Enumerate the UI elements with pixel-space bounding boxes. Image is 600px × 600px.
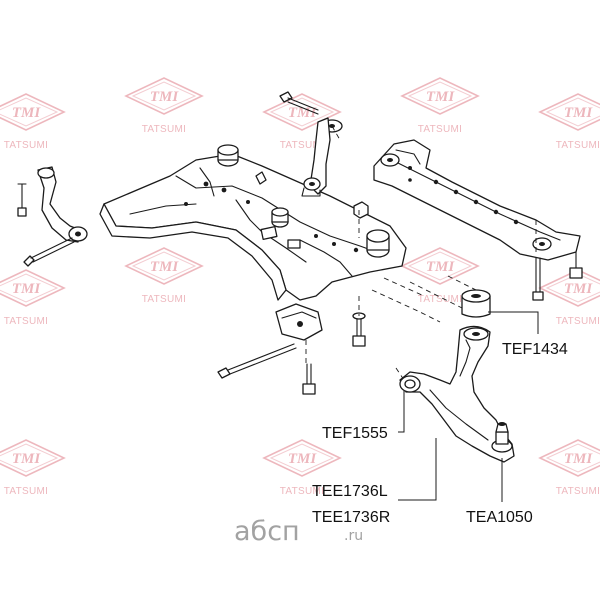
tatsumi-watermark: TMI TATSUMI TMI TATSUMI TMI TATSUMI TMI TATSUMI… [0, 77, 600, 497]
watermark-brand-long: TATSUMI [4, 140, 49, 151]
watermark-brand-short: TMI [564, 451, 594, 467]
watermark-tile: TMI TATSUMI [124, 247, 204, 305]
watermark-brand-short: TMI [564, 105, 594, 121]
watermark-tile: TMI TATSUMI [0, 93, 66, 151]
watermark-tile: TMI TATSUMI [124, 77, 204, 135]
part-label-tea1050: TEA1050 [466, 509, 533, 526]
part-label-tee1736l: TEE1736L [312, 483, 388, 500]
watermark-brand-long: TATSUMI [4, 316, 49, 327]
watermark-brand-short: TMI [564, 281, 594, 297]
watermark-brand-short: TMI [288, 451, 318, 467]
watermark-brand-long: TATSUMI [556, 316, 600, 327]
part-label-tef1555: TEF1555 [322, 425, 388, 442]
lower-control-arm [399, 325, 515, 463]
watermark-brand-long: TATSUMI [4, 486, 49, 497]
subframe-bolts [217, 312, 366, 395]
watermark-brand-long: TATSUMI [142, 124, 187, 135]
watermark-brand-long: TATSUMI [142, 294, 187, 305]
watermark-brand-long: TATSUMI [280, 140, 325, 151]
watermark-tile: TMI TATSUMI [0, 439, 66, 497]
left-stabilizer-link [17, 166, 88, 267]
watermark-brand-short: TMI [288, 105, 318, 121]
footer-logo: абсп .ru [234, 516, 363, 547]
watermark-brand-short: TMI [12, 105, 42, 121]
watermark-brand-long: TATSUMI [556, 486, 600, 497]
front-subframe [99, 144, 407, 341]
watermark-brand-short: TMI [426, 259, 456, 275]
watermark-tile: TMI TATSUMI [400, 247, 480, 305]
watermark-brand-short: TMI [150, 89, 180, 105]
watermark-brand-long: TATSUMI [418, 294, 463, 305]
watermark-tile: TMI TATSUMI [538, 439, 600, 497]
rear-crossmember [373, 139, 583, 301]
bushing-tef1434 [461, 289, 491, 318]
watermark-brand-long: TATSUMI [418, 124, 463, 135]
watermark-brand-short: TMI [150, 259, 180, 275]
footer-logo-text: абсп [234, 516, 300, 547]
watermark-brand-short: TMI [426, 89, 456, 105]
part-label-tee1736r: TEE1736R [312, 509, 390, 526]
watermark-brand-short: TMI [12, 281, 42, 297]
footer-logo-suffix: .ru [344, 528, 363, 544]
watermark-tile: TMI TATSUMI [538, 93, 600, 151]
watermark-tile: TMI TATSUMI [538, 269, 600, 327]
assembly-guides [305, 125, 537, 381]
watermark-tile: TMI TATSUMI [0, 269, 66, 327]
watermark-brand-long: TATSUMI [280, 486, 325, 497]
watermark-brand-long: TATSUMI [556, 140, 600, 151]
part-label-tef1434: TEF1434 [502, 341, 568, 358]
leader-lines [398, 311, 539, 502]
watermark-tile: TMI TATSUMI [262, 439, 342, 497]
watermark-tile: TMI TATSUMI [400, 77, 480, 135]
part-labels: TEF1434 TEF1555 TEE1736L TEE1736R TEA105… [312, 341, 568, 526]
watermark-brand-short: TMI [12, 451, 42, 467]
